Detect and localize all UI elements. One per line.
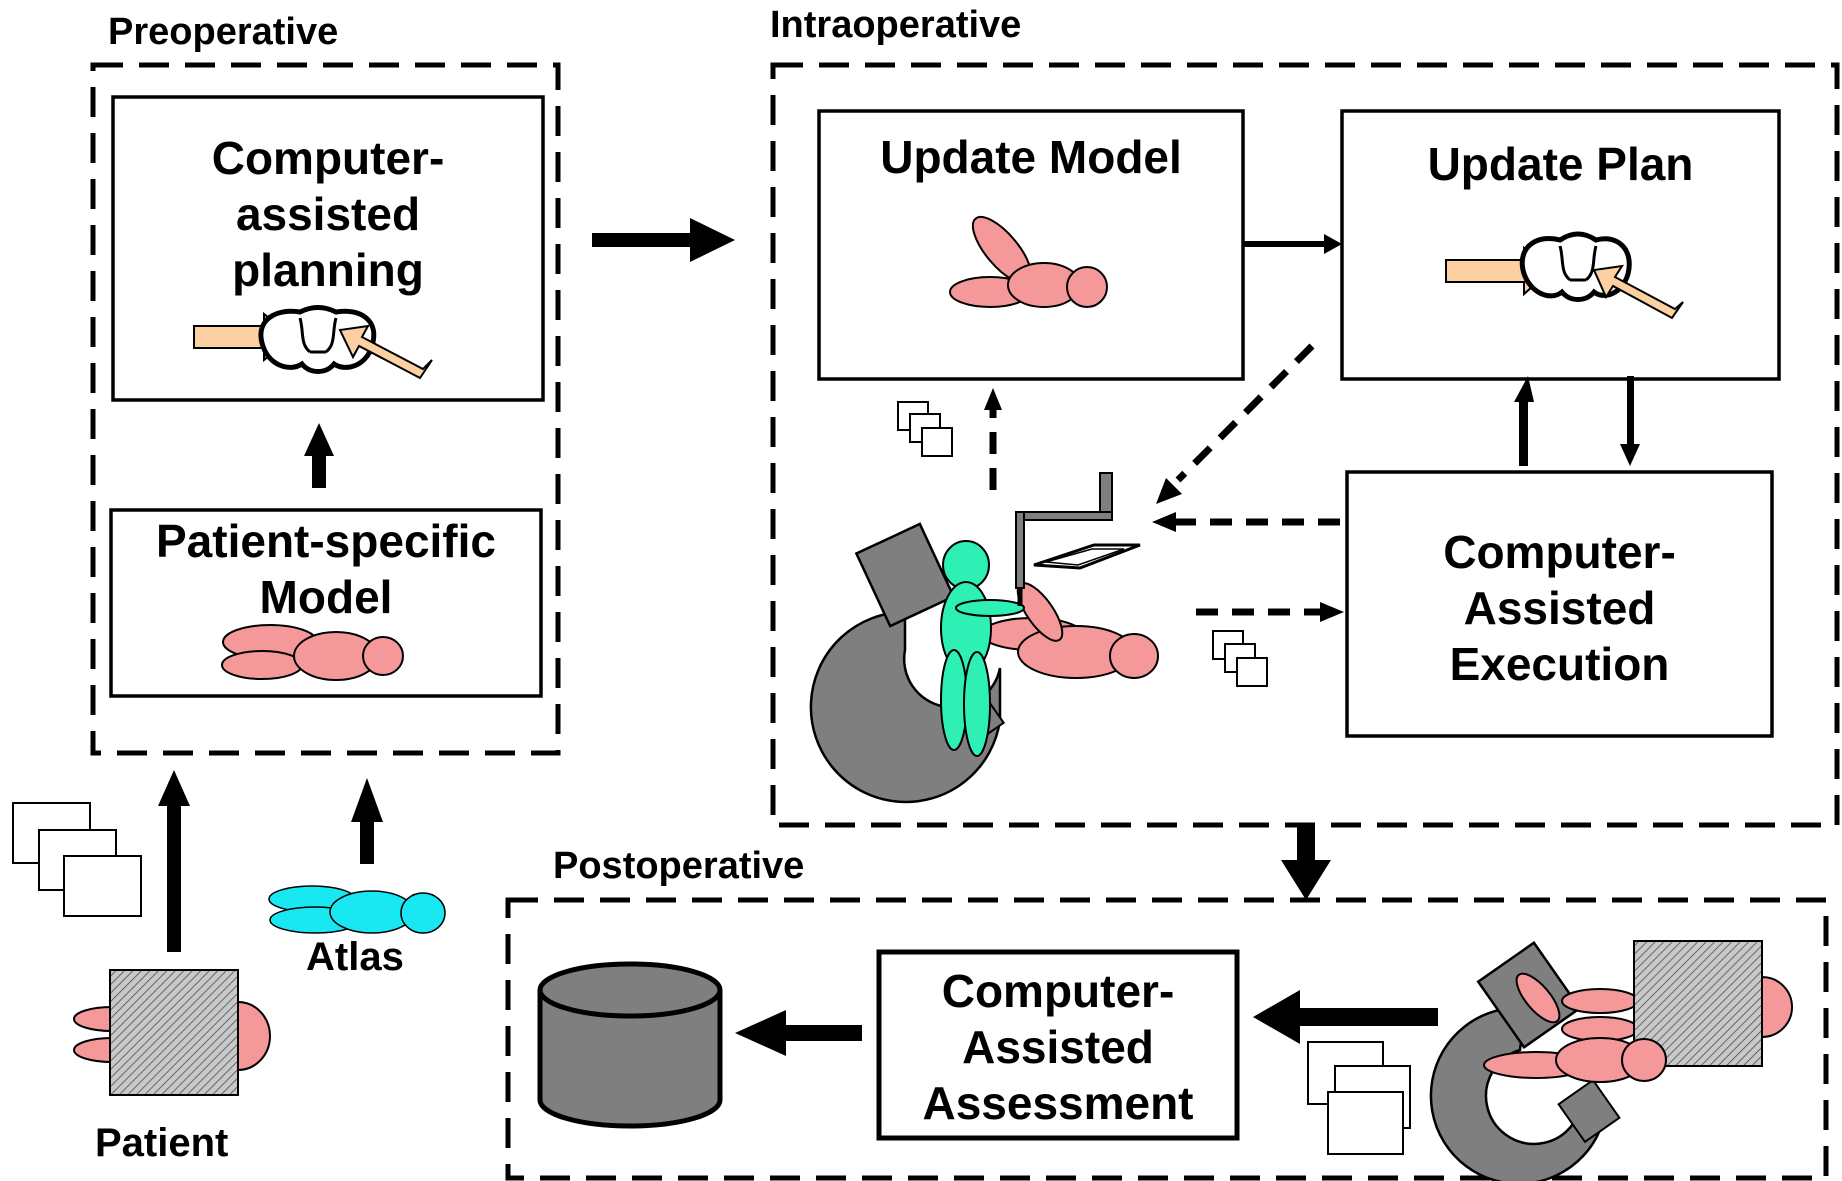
postoperative-frame [505,897,1829,1181]
update-model-figure [949,215,1108,308]
planning-title-text: Computer- assisted planning [211,132,445,297]
dashed-arrow-heads [984,388,1344,622]
intraoperative-label: Intraoperative [770,4,1022,46]
c-arm-icon [809,610,1002,804]
dashed-arrows [989,343,1340,616]
patient-figure [73,969,271,1096]
c-arm-detector [854,522,956,628]
tracking-device [1015,472,1141,606]
update-plan-illustration [1445,231,1684,320]
intraoperative-frame [770,62,1840,828]
flow-arrows [158,218,1640,1056]
update-model-title: Update Model [880,131,1182,183]
image-stack-icon-execution [1212,630,1268,687]
postoperative-label: Postoperative [553,845,805,887]
image-stack-icon-update-model [897,401,953,457]
planning-title: Computer- assisted planning [113,130,543,298]
execution-box [1345,470,1774,738]
patient-model-figure [221,624,404,681]
image-stack-icon-postop [1307,1041,1411,1155]
planning-right-orange-arrow [338,324,433,380]
atlas-caption: Atlas [306,935,404,979]
postop-scanner [1429,940,1793,1181]
assessment-title-text: Computer- Assisted Assessment [922,965,1194,1130]
patient-model-title-text: Patient-specific Model [156,515,496,624]
preoperative-frame [90,62,561,756]
patient-model-title: Patient-specific Model [111,513,541,625]
patient-caption: Patient [95,1121,229,1165]
database-icon [537,961,723,1129]
update-model-box [817,109,1245,381]
planning-illustration [193,305,433,380]
execution-title: Computer- Assisted Execution [1347,524,1772,692]
assessment-box [876,949,1240,1141]
image-stack-icon-preop [12,802,142,917]
execution-title-text: Computer- Assisted Execution [1443,526,1676,691]
preoperative-label: Preoperative [108,11,339,53]
update-plan-title: Update Plan [1427,138,1694,190]
surgeon-figure [940,540,1025,757]
surgery-scene [809,472,1159,804]
assessment-title: Computer- Assisted Assessment [879,963,1237,1131]
atlas-figure [268,885,446,934]
